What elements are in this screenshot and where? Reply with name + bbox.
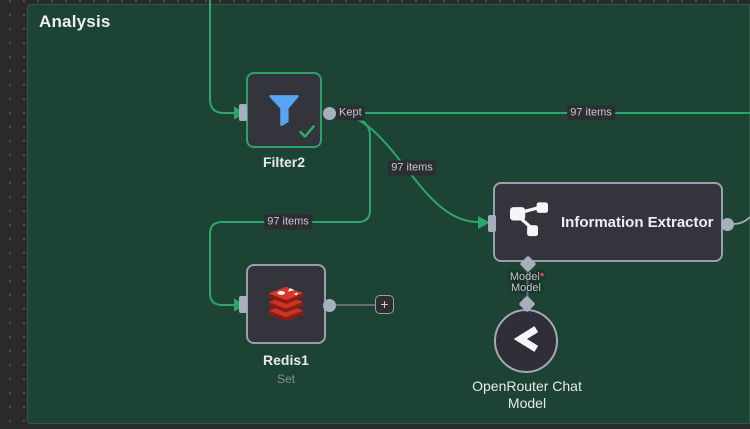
edge-extractor-right[interactable] <box>732 216 750 225</box>
extractor-input-port[interactable] <box>488 215 496 232</box>
filter-input-port[interactable] <box>239 104 247 121</box>
filter-output-port[interactable] <box>322 106 336 120</box>
model-endpoint-label: Model <box>511 282 541 294</box>
edge-label-items-redis: 97 items <box>264 214 312 230</box>
success-check-icon <box>299 125 315 143</box>
sticky-note-title: Analysis <box>39 12 111 31</box>
node-title-openrouter: OpenRouter Chat Model <box>457 378 597 412</box>
node-title-information-extractor: Information Extractor <box>561 213 714 231</box>
edge-to-extractor-arrow <box>478 216 490 229</box>
redis-input-port[interactable] <box>239 296 247 313</box>
output-label-kept: Kept <box>336 105 365 121</box>
openrouter-icon <box>511 324 541 359</box>
edge-kept-to-redis[interactable] <box>209 112 371 306</box>
information-extractor-icon <box>510 202 548 242</box>
node-redis1[interactable] <box>246 264 326 344</box>
filter-icon <box>264 88 304 133</box>
node-title-filter2: Filter2 <box>262 154 305 170</box>
node-information-extractor[interactable]: Information Extractor <box>493 182 723 262</box>
openrouter-title-line1: OpenRouter Chat <box>472 378 582 394</box>
redis-icon <box>265 280 307 329</box>
model-port-label: Model* <box>509 271 545 283</box>
node-title-redis1: Redis1 <box>263 352 309 368</box>
node-openrouter-chat-model[interactable] <box>494 309 558 373</box>
extractor-output-port[interactable] <box>720 217 734 231</box>
required-asterisk: * <box>539 271 545 283</box>
node-filter2[interactable] <box>246 72 322 148</box>
add-node-button[interactable]: + <box>375 295 394 314</box>
openrouter-title-line2: Model <box>507 395 547 411</box>
node-subtitle-redis1: Set <box>276 372 295 386</box>
edge-into-filter[interactable] <box>209 0 236 114</box>
edge-label-items-extractor: 97 items <box>388 160 436 176</box>
edge-label-items-right: 97 items <box>567 105 615 121</box>
redis-output-port[interactable] <box>322 298 336 312</box>
